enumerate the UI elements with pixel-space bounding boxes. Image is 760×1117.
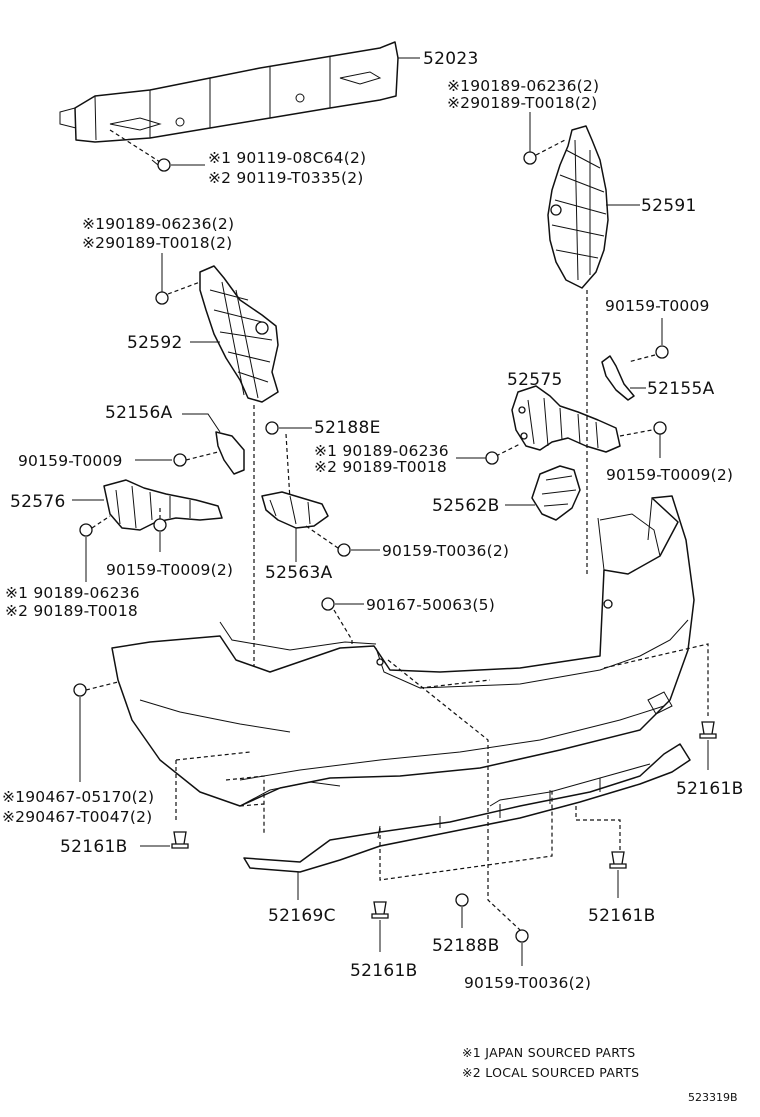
- label-low-nut-1: ※1 90189-06236: [5, 584, 140, 602]
- bumper-lower-extension-52169c[interactable]: [243, 743, 691, 873]
- bolt-icon: [151, 158, 171, 172]
- bolt-icon: [173, 453, 187, 467]
- label-52591: 52591: [641, 196, 697, 216]
- label-52169c: 52169C: [268, 906, 336, 926]
- clip-icon: [455, 893, 469, 907]
- label-90159-t0009-2-right: 90159-T0009(2): [606, 466, 733, 484]
- label-52188e: 52188E: [314, 418, 381, 438]
- clip-icon: [73, 683, 87, 697]
- bumper-retainer-52592[interactable]: [199, 265, 279, 403]
- legend-note-2: ※2 LOCAL SOURCED PARTS: [462, 1065, 639, 1080]
- label-right-nut-2: ※290189-T0018(2): [447, 94, 597, 112]
- label-top-bolt-2: ※2 90119-T0335(2): [208, 169, 364, 187]
- nut-icon: [485, 451, 499, 465]
- label-52592: 52592: [127, 333, 183, 353]
- nut-icon: [523, 151, 537, 165]
- label-mid-nut-2: ※2 90189-T0018: [314, 458, 447, 476]
- label-90159-t0036-2-bottom: 90159-T0036(2): [464, 974, 591, 992]
- label-90159-t0009-right: 90159-T0009: [605, 297, 710, 315]
- bolt-icon: [653, 421, 667, 435]
- label-52161b-lower-right: 52161B: [588, 906, 656, 926]
- clip-icon: [371, 901, 389, 919]
- label-top-bolt-1: ※1 90119-08C64(2): [208, 149, 366, 167]
- label-low-nut-2: ※2 90189-T0018: [5, 602, 138, 620]
- label-52563a: 52563A: [265, 563, 333, 583]
- label-left-nut-2: ※290189-T0018(2): [82, 234, 232, 252]
- label-clip-2: ※290467-T0047(2): [2, 808, 152, 826]
- label-52155a: 52155A: [647, 379, 715, 399]
- clip-icon: [171, 831, 189, 849]
- label-right-nut-1: ※190189-06236(2): [447, 77, 599, 95]
- label-52188b: 52188B: [432, 936, 500, 956]
- nut-icon: [79, 523, 93, 537]
- label-52161b-right: 52161B: [676, 779, 744, 799]
- bolt-icon: [515, 929, 529, 943]
- screw-icon: [321, 597, 335, 611]
- label-left-nut-1: ※190189-06236(2): [82, 215, 234, 233]
- clip-icon: [265, 421, 279, 435]
- bumper-bracket-52563a[interactable]: [261, 491, 329, 529]
- label-90167-50063-5: 90167-50063(5): [366, 596, 495, 614]
- bumper-bracket-52576[interactable]: [103, 479, 223, 531]
- label-90159-t0009-2-left: 90159-T0009(2): [106, 561, 233, 579]
- label-90159-t0009-left: 90159-T0009: [18, 452, 123, 470]
- label-52161b-bottom: 52161B: [350, 961, 418, 981]
- bolt-icon: [153, 518, 167, 532]
- label-52576: 52576: [10, 492, 66, 512]
- bumper-retainer-52591[interactable]: [547, 125, 609, 289]
- label-mid-nut-1: ※1 90189-06236: [314, 442, 449, 460]
- side-bracket-52156a[interactable]: [215, 431, 245, 475]
- label-52562b: 52562B: [432, 496, 500, 516]
- clip-icon: [609, 851, 627, 869]
- label-clip-1: ※190467-05170(2): [2, 788, 154, 806]
- nut-icon: [155, 291, 169, 305]
- diagram-reference-number: 52331​9B: [688, 1091, 738, 1104]
- bolt-icon: [655, 345, 669, 359]
- clip-icon: [699, 721, 717, 739]
- label-52161b-left: 52161B: [60, 837, 128, 857]
- side-bracket-52155a[interactable]: [601, 355, 635, 401]
- legend-note-1: ※1 JAPAN SOURCED PARTS: [462, 1045, 635, 1060]
- bumper-bracket-52575[interactable]: [511, 385, 621, 453]
- label-52156a: 52156A: [105, 403, 173, 423]
- rear-bumper-cover[interactable]: [111, 495, 695, 807]
- bolt-icon: [337, 543, 351, 557]
- label-52023: 52023: [423, 49, 479, 69]
- bumper-bracket-52562b[interactable]: [531, 465, 581, 521]
- label-52575: 52575: [507, 370, 563, 390]
- rear-bumper-reinforcement-52023[interactable]: [59, 41, 399, 143]
- label-90159-t0036-2-mid: 90159-T0036(2): [382, 542, 509, 560]
